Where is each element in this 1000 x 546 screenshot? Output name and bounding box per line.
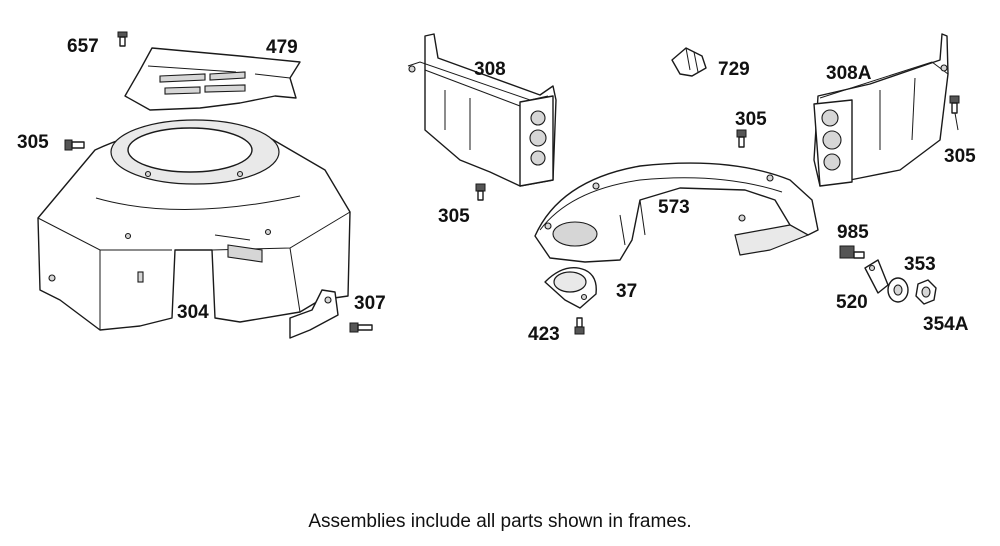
cover-37 bbox=[544, 267, 597, 309]
callout-37: 37 bbox=[616, 281, 637, 302]
callout-305-left: 305 bbox=[17, 132, 49, 153]
clip-729 bbox=[671, 47, 707, 77]
diagram-caption: Assemblies include all parts shown in fr… bbox=[308, 511, 692, 532]
screw-305-middle bbox=[475, 183, 486, 201]
side-shield-308a bbox=[813, 33, 949, 187]
callout-304: 304 bbox=[177, 302, 209, 323]
strap-520 bbox=[864, 259, 889, 294]
callout-308a: 308A bbox=[826, 63, 872, 84]
callout-729: 729 bbox=[718, 59, 750, 80]
callout-985: 985 bbox=[837, 222, 869, 243]
callout-479: 479 bbox=[266, 37, 298, 58]
callout-307: 307 bbox=[354, 293, 386, 314]
callout-520: 520 bbox=[836, 292, 868, 313]
bracket-307 bbox=[289, 289, 339, 339]
screw-307 bbox=[349, 322, 373, 333]
plate-479 bbox=[124, 47, 301, 111]
nut-354a bbox=[915, 279, 937, 305]
baffle-573 bbox=[534, 162, 819, 263]
callout-305-upper: 305 bbox=[735, 109, 767, 130]
callout-305-right: 305 bbox=[944, 146, 976, 167]
screw-305-left bbox=[64, 139, 85, 151]
callout-354a: 354A bbox=[923, 314, 969, 335]
side-shield-308 bbox=[407, 33, 557, 187]
callout-353: 353 bbox=[904, 254, 936, 275]
callout-305-middle: 305 bbox=[438, 206, 470, 227]
callout-308: 308 bbox=[474, 59, 506, 80]
screw-657 bbox=[117, 31, 128, 47]
screw-305-right bbox=[949, 95, 960, 131]
screw-305-upper bbox=[736, 129, 747, 148]
lock-washer-353 bbox=[887, 277, 909, 303]
blower-housing-304 bbox=[37, 119, 351, 331]
callout-657: 657 bbox=[67, 36, 99, 57]
callout-573: 573 bbox=[658, 197, 690, 218]
terminal-985 bbox=[839, 245, 865, 259]
callout-423: 423 bbox=[528, 324, 560, 345]
screw-423 bbox=[574, 317, 585, 335]
